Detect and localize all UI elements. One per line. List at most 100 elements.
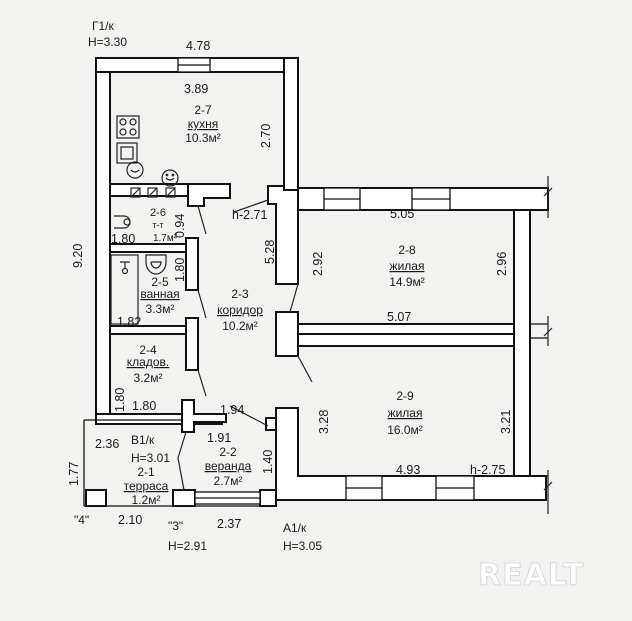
- door-bath: [197, 289, 207, 319]
- dim-room9-bottom: 4.93: [396, 463, 420, 477]
- room-2-7: 2-7 кухня 10.3м²: [185, 103, 221, 145]
- leader-hall: [233, 199, 269, 213]
- realt-watermark-logo: REALT: [478, 558, 584, 593]
- svg-text:коридор: коридор: [217, 303, 263, 317]
- svg-text:жилая: жилая: [390, 259, 425, 273]
- windows: [177, 57, 475, 505]
- stove-icon: [116, 115, 140, 139]
- wall-store-right: [185, 317, 199, 371]
- leader-veranda: [229, 405, 269, 427]
- wall-left-outer: [95, 57, 111, 421]
- bathtub-icon: [110, 254, 139, 325]
- wc-sink-icon: [114, 215, 131, 229]
- wall-kitchen-corner: [187, 183, 231, 207]
- svg-text:кладов.: кладов.: [127, 355, 169, 369]
- svg-text:ванная: ванная: [140, 287, 179, 301]
- block-a1-name: А1/к: [283, 521, 307, 535]
- door-terrace: [177, 457, 185, 491]
- sink-icon: [116, 142, 138, 164]
- break-mark-3: [543, 470, 553, 514]
- svg-text:2.7м²: 2.7м²: [214, 474, 243, 488]
- wall-corridor-right-mid: [275, 311, 299, 357]
- dim-kitchen-width: 3.89: [184, 82, 208, 96]
- wall-bath-right: [185, 237, 199, 291]
- dim-terrace-top: 2.36: [95, 437, 119, 451]
- pillar-veranda-top: [265, 417, 277, 431]
- door-veranda: [177, 431, 187, 459]
- toilet-icon: [145, 254, 167, 275]
- room-labels: 2-7 кухня 10.3м² 2-6 т-т 1.7м² 2-5 ванна…: [124, 103, 425, 507]
- block-labels: Г1/к H=3.30 В1/к H=3.01 А1/к H=3.05 "3" …: [74, 19, 322, 553]
- pillar-3: [172, 489, 196, 507]
- break-mark-2: [543, 316, 553, 346]
- boiler-icon: [126, 161, 144, 179]
- dim-room8-left: 2.92: [311, 252, 325, 276]
- doors: [177, 199, 313, 491]
- svg-text:2-6: 2-6: [150, 207, 166, 219]
- svg-text:кухня: кухня: [188, 117, 219, 131]
- dim-wc-width: 1.80: [111, 232, 135, 246]
- dimension-labels: 4.78 3.89 2.70 9.20 h-2.71 5.28 1.80 0.9…: [67, 39, 513, 531]
- pillar-veranda: [259, 489, 277, 507]
- dim-room9-left: 3.28: [317, 410, 331, 434]
- block-g1-height: H=3.30: [88, 35, 127, 49]
- svg-text:16.0м²: 16.0м²: [387, 423, 423, 437]
- dim-veranda-bottom: 2.37: [217, 517, 241, 531]
- svg-text:1.2м²: 1.2м²: [132, 493, 161, 507]
- dim-corr-wall: 5.28: [263, 240, 277, 264]
- dim-room8-top: 5.05: [390, 207, 414, 221]
- dim-top-outer: 4.78: [186, 39, 210, 53]
- room-2-8: 2-8 жилая 14.9м²: [389, 243, 425, 289]
- svg-text:2-2: 2-2: [219, 445, 237, 459]
- svg-text:2-8: 2-8: [398, 243, 416, 257]
- wall-corridor-right-upper: [267, 185, 299, 285]
- svg-text:10.3м²: 10.3м²: [185, 131, 221, 145]
- svg-text:2-4: 2-4: [139, 343, 157, 357]
- block-4-name: "4": [74, 513, 89, 527]
- block-a1-height: H=3.05: [283, 539, 322, 553]
- svg-text:3.3м²: 3.3м²: [146, 302, 175, 316]
- block-b1-height: H=3.01: [131, 451, 170, 465]
- door-room8: [289, 283, 299, 313]
- svg-text:2-1: 2-1: [137, 465, 155, 479]
- dim-veranda-w: 1.91: [207, 431, 231, 445]
- fixtures: [110, 115, 179, 325]
- wall-right-column: [513, 209, 531, 477]
- dim-terrace-side: 1.77: [67, 462, 81, 486]
- block-3-name: "3": [168, 519, 183, 533]
- svg-text:т-т: т-т: [152, 220, 163, 230]
- svg-text:2-5: 2-5: [151, 275, 169, 289]
- dim-kitchen-depth: 2.70: [259, 124, 273, 148]
- svg-text:14.9м²: 14.9м²: [389, 275, 425, 289]
- block-b1-name: В1/к: [131, 433, 155, 447]
- dim-room9-h: h-2.75: [470, 463, 505, 477]
- walls: [83, 57, 553, 514]
- room-2-4: 2-4 кладов. 3.2м²: [127, 343, 169, 385]
- svg-text:веранда: веранда: [205, 459, 252, 473]
- dim-room8-right: 2.96: [495, 252, 509, 276]
- dim-veranda-top: 1.94: [220, 403, 244, 417]
- dim-veranda-d: 1.40: [261, 450, 275, 474]
- vent-icons: [130, 187, 176, 198]
- dim-room8-bottom: 5.07: [387, 310, 411, 324]
- room-2-1: 2-1 терраса 1.2м²: [124, 465, 169, 507]
- dim-bath-depth: 1.80: [173, 258, 187, 282]
- room-2-5: 2-5 ванная 3.3м²: [140, 275, 179, 316]
- wall-room8-9: [297, 323, 529, 335]
- door-store: [197, 369, 207, 397]
- pillar-4: [85, 489, 107, 507]
- dim-hall-h: h-2.71: [232, 208, 267, 222]
- svg-text:жилая: жилая: [388, 406, 423, 420]
- svg-text:2-3: 2-3: [231, 287, 249, 301]
- wall-kitchen-right: [283, 57, 299, 191]
- wall-room9-top: [297, 333, 529, 347]
- svg-text:2-7: 2-7: [194, 103, 212, 117]
- dim-terrace-bottom: 2.10: [118, 513, 142, 527]
- svg-text:10.2м²: 10.2м²: [222, 319, 258, 333]
- block-3-height: H=2.91: [168, 539, 207, 553]
- svg-text:1.7м²: 1.7м²: [153, 233, 178, 244]
- room-2-3: 2-3 коридор 10.2м²: [217, 287, 263, 333]
- dim-left-total: 9.20: [71, 244, 85, 268]
- dim-wc-depth: 0.94: [173, 214, 187, 238]
